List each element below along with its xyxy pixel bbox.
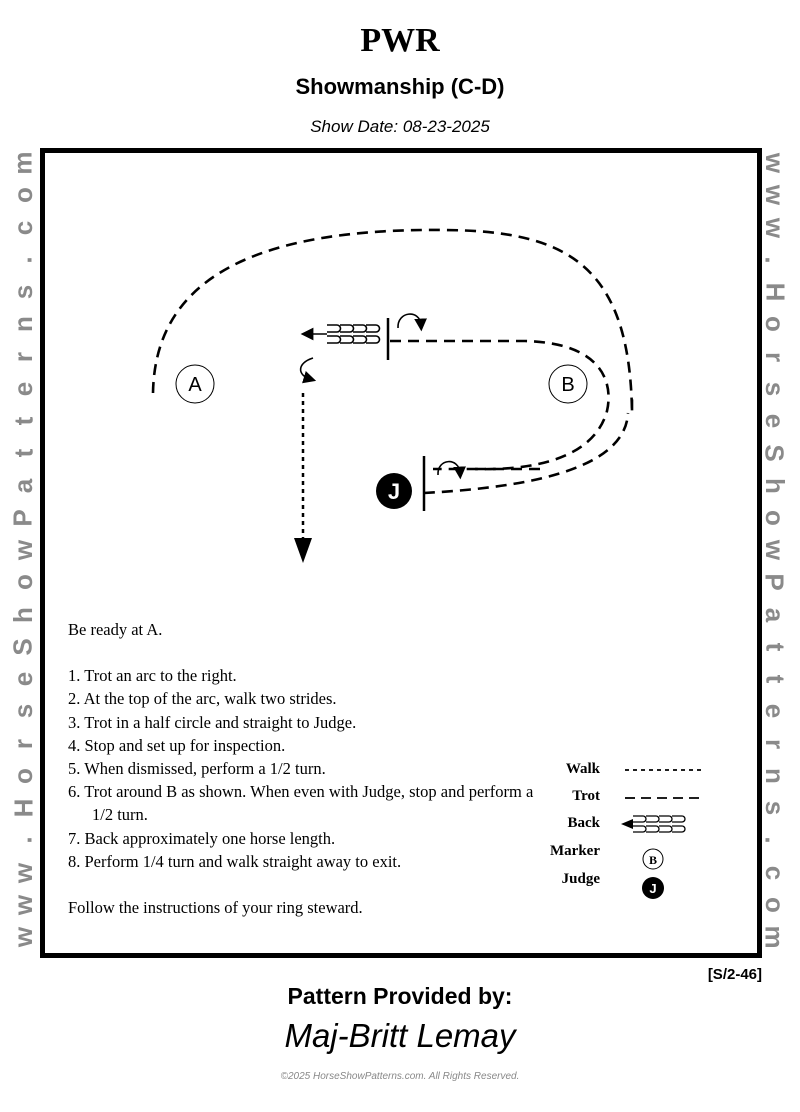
watermark-letter: o [759,896,790,913]
watermark-letter: c [760,865,790,880]
watermark-letter: m [8,151,38,175]
instruction-step: 8. Perform 1/4 turn and walk straight aw… [68,851,402,871]
watermark-letter: . [759,836,790,844]
watermark-letter: . [7,836,38,844]
svg-text:B: B [649,853,657,867]
watermark-letter: n [7,316,38,333]
instruction-step: 4. Stop and set up for inspection. [68,735,286,755]
watermark-letter: t [7,448,38,458]
legend-trot-label: Trot [572,788,600,804]
legend-back-label: Back [567,815,600,831]
watermark-letter: a [760,607,790,622]
watermark-letter: s [760,800,790,816]
marker-b: B [548,364,588,404]
trot-to-judge-path [390,339,610,471]
pattern-code: [S/2-46] [707,966,762,983]
footer-instruction: Follow the instructions of your ring ste… [68,898,363,918]
legend-symbols: B J [621,769,705,899]
legend-back-arrowhead [621,819,633,829]
watermark-letter: w [759,185,790,206]
back-marks [327,324,381,344]
watermark-letter: w [7,539,38,561]
turn-arrow-walk [299,357,317,384]
watermark-letter: S [760,444,790,462]
instruction-step: 6. Trot around B as shown. When even wit… [68,782,534,825]
watermark-letter: S [8,638,38,656]
copyright-notice: ©2025 HorseShowPatterns.com. All Rights … [280,1071,520,1082]
watermark-letter: s [760,381,790,396]
show-date: Show Date: 08-23-2025 [310,117,490,136]
watermark-letter: o [759,316,790,333]
watermark-letter: a [8,478,38,493]
legend-judge-symbol: J [642,877,664,899]
instruction-step: 7. Back approximately one horse length. [68,828,336,848]
watermark-letter: s [8,284,38,300]
watermark-letter: e [8,381,38,396]
watermark-letter: e [760,704,790,719]
arena-frame: A B J Be ready at A. 1. Trot an arc to t… [40,148,762,958]
watermark-letter: t [7,416,38,426]
watermark-letter: e [760,413,790,429]
turn-arrow-back [397,313,427,332]
trot-arc-path [151,228,634,414]
pattern-diagram: A B J [151,228,634,563]
watermark-letter: w [759,217,790,238]
instruction-step: 5. When dismissed, perform a 1/2 turn. [68,759,326,779]
svg-text:B: B [561,374,574,396]
watermark-letter: H [760,282,790,302]
watermark-letter: o [759,509,790,526]
svg-text:J: J [388,479,400,504]
instructions-block: Be ready at A. 1. Trot an arc to the rig… [68,618,538,919]
watermark-letter: H [8,798,38,818]
watermark-letter: w [759,539,790,561]
watermark-letter: r [8,738,38,749]
watermark-letter: w [7,894,38,915]
legend-walk-label: Walk [565,761,600,777]
legend-marker-label: Marker [550,843,600,859]
watermark-letter: h [759,477,790,494]
watermark-letter: . [759,256,790,264]
watermark-letter: m [760,925,790,949]
svg-text:J: J [649,881,656,896]
watermark-letter: o [7,767,38,784]
legend-marker-symbol: B [642,848,664,870]
class-subtitle: Showmanship (C-D) [295,74,505,99]
watermark-letter: r [760,738,790,749]
instruction-step: 1. Trot an arc to the right. [68,666,237,686]
watermark-letter: r [8,351,38,362]
svg-text:A: A [188,374,202,396]
watermark-letter: t [759,674,790,684]
instruction-step: 3. Trot in a half circle and straight to… [68,712,357,732]
legend-judge-label: Judge [561,871,600,887]
watermark-letter: s [8,704,38,719]
walk-exit-arrowhead [294,538,312,563]
watermark-letter: r [760,351,790,362]
provided-by-heading: Pattern Provided by: [287,983,513,1009]
watermark-letter: e [8,671,38,687]
watermark-letter: w [759,152,790,174]
watermark-letter: w [7,862,38,883]
watermark-letter: t [759,642,790,652]
instruction-step: 2. At the top of the arc, walk two strid… [68,689,337,709]
legend: Walk Trot Back Marker Judge B [535,757,755,907]
watermark-letter: P [8,509,38,527]
watermark-letter: o [7,187,38,204]
turn-arrow-judge [437,460,466,480]
author-name: Maj-Britt Lemay [284,1017,516,1054]
watermark-letter: n [759,767,790,784]
legend-back-marks [633,815,686,833]
trot-around-b-path [423,412,630,495]
watermark-letter: w [7,926,38,948]
judge-marker: J [376,473,412,509]
pattern-title: PWR [360,22,440,59]
watermark-letter: h [7,606,38,623]
watermark-letter: P [760,573,790,591]
marker-a: A [175,364,215,404]
intro-text: Be ready at A. [68,620,163,639]
watermark-letter: o [7,574,38,591]
watermark-letter: c [8,220,38,235]
watermark-letter: . [7,256,38,264]
